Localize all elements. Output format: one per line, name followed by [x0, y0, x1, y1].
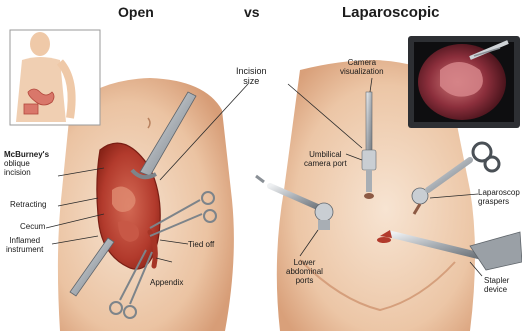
label-umbilical: Umbilical camera port: [304, 150, 347, 168]
title-laparoscopic: Laparoscopic: [342, 4, 440, 21]
inset-head: [30, 32, 50, 56]
label-tied-off: Tied off: [188, 240, 214, 249]
label-incision-size: Incision size: [236, 66, 267, 86]
label-cecum: Cecum: [20, 222, 45, 231]
label-inflamed: Inflamed instrument: [6, 236, 43, 254]
label-mcburney: McBurney's oblique incision: [4, 150, 49, 177]
label-camera-visualization: Camera visualization: [340, 58, 384, 76]
label-retracting: Retracting: [10, 200, 46, 209]
inset-body: [16, 57, 66, 122]
title-vs: vs: [244, 4, 260, 20]
label-lower-ports: Lower abdominal ports: [286, 258, 323, 285]
title-open: Open: [118, 4, 154, 20]
label-appendix: Appendix: [150, 278, 183, 287]
label-stapler: Stapler device: [484, 276, 509, 294]
label-laparoscopic-graspers: Laparoscop graspers: [478, 188, 520, 206]
